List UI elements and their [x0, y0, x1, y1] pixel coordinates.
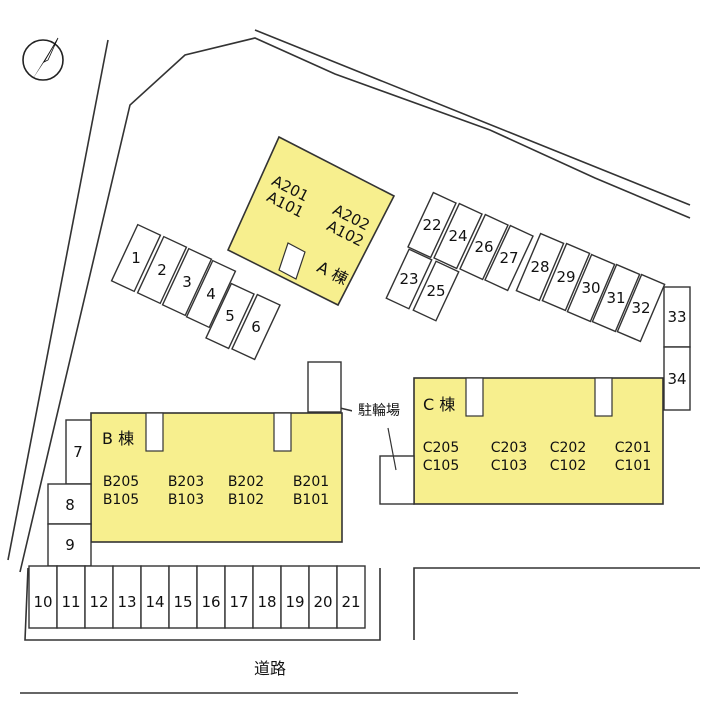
unit-label: B202: [228, 474, 264, 490]
parking-stall-label: 3: [182, 273, 192, 291]
parking-stall: [205, 282, 255, 350]
unit-label: B105: [103, 492, 139, 508]
parking-stall: [459, 213, 509, 281]
parking-stall-label: 33: [667, 308, 686, 326]
parking-stall-label: 11: [61, 593, 80, 611]
parking-group-28-32: 28 29 30 31 32: [515, 232, 666, 343]
parking-stall-label: 12: [89, 593, 108, 611]
building-c-title: C 棟: [423, 395, 455, 414]
parking-stall-label: 18: [257, 593, 276, 611]
parking-stall-label: 1: [131, 249, 141, 267]
parking-stall-label: 20: [313, 593, 332, 611]
parking-stall: [412, 260, 460, 322]
parking-stall-label: 27: [499, 249, 518, 267]
parking-stall-label: 14: [145, 593, 164, 611]
parking-stall-label: 15: [173, 593, 192, 611]
parking-stall: [566, 253, 616, 323]
parking-stall-label: 28: [530, 258, 549, 276]
parking-stall-label: 8: [65, 496, 75, 514]
unit-label: C102: [550, 458, 587, 474]
parking-stall-label: 22: [422, 216, 441, 234]
parking-stall-label: 17: [229, 593, 248, 611]
unit-label: B201: [293, 474, 329, 490]
parking-stall-label: 4: [206, 285, 216, 303]
building-b: B 棟 B205 B105 B203 B103 B202 B102 B201 B…: [90, 412, 343, 543]
site-boundary: [7, 29, 700, 694]
parking-stall-label: 24: [448, 227, 467, 245]
parking-stall-label: 29: [556, 268, 575, 286]
parking-stall-label: 30: [581, 279, 600, 297]
north-arrow-icon: [22, 37, 64, 81]
bicycle-parking: 駐輪場: [307, 361, 415, 505]
unit-label: C105: [423, 458, 460, 474]
parking-stall: [591, 263, 641, 333]
unit-label: C201: [615, 440, 652, 456]
parking-stall-label: 9: [65, 536, 75, 554]
unit-label: B203: [168, 474, 204, 490]
parking-stall-label: 25: [426, 282, 445, 300]
unit-label: C202: [550, 440, 587, 456]
unit-label: C205: [423, 440, 460, 456]
parking-stall: [433, 202, 483, 270]
unit-label: B103: [168, 492, 204, 508]
parking-stall-label: 23: [399, 270, 418, 288]
parking-stall: [515, 232, 565, 302]
parking-group-10-21-labels: 10 11 12 13 14 15 16 17 18 19 20 21: [33, 593, 360, 611]
parking-group-22-27: 22 23 24 25 26 27: [385, 191, 534, 322]
unit-label: B205: [103, 474, 139, 490]
parking-stall-label: 13: [117, 593, 136, 611]
parking-stall-label: 10: [33, 593, 52, 611]
parking-stall-label: 34: [667, 370, 686, 388]
parking-stall: [110, 223, 162, 293]
parking-stall-label: 16: [201, 593, 220, 611]
parking-stall-label: 31: [606, 289, 625, 307]
parking-stall-label: 21: [341, 593, 360, 611]
parking-stall: [541, 242, 591, 312]
parking-stall-label: 19: [285, 593, 304, 611]
parking-stall: [407, 191, 457, 259]
building-b-title: B 棟: [102, 429, 134, 448]
bicycle-parking-label: 駐輪場: [358, 402, 400, 419]
parking-stall-label: 26: [474, 238, 493, 256]
parking-stall: [185, 259, 237, 329]
parking-stall: [231, 293, 281, 361]
unit-label: B102: [228, 492, 264, 508]
parking-stall: [484, 224, 534, 292]
parking-stall-label: 7: [73, 443, 83, 461]
parking-group-33-34: 33 34: [663, 286, 691, 411]
parking-stall: [385, 248, 433, 310]
unit-label: C103: [491, 458, 528, 474]
road-label: 道路: [254, 659, 286, 678]
building-a: A201 A101 A202 A102 A 棟: [226, 135, 396, 307]
parking-stall: [136, 235, 188, 305]
parking-stall: [161, 247, 213, 317]
parking-stall: [616, 273, 666, 343]
building-c: C 棟 C205 C105 C203 C103 C202 C102 C201 C…: [413, 377, 664, 505]
parking-stall-label: 2: [157, 261, 167, 279]
parking-stall-label: 32: [631, 299, 650, 317]
parking-stall-label: 6: [251, 318, 261, 336]
unit-label: C203: [491, 440, 528, 456]
unit-label: C101: [615, 458, 652, 474]
unit-label: B101: [293, 492, 329, 508]
parking-group-7-9: 7 8 9: [47, 419, 92, 567]
parking-group-10-21: [28, 565, 366, 629]
parking-stall-label: 5: [225, 307, 235, 325]
